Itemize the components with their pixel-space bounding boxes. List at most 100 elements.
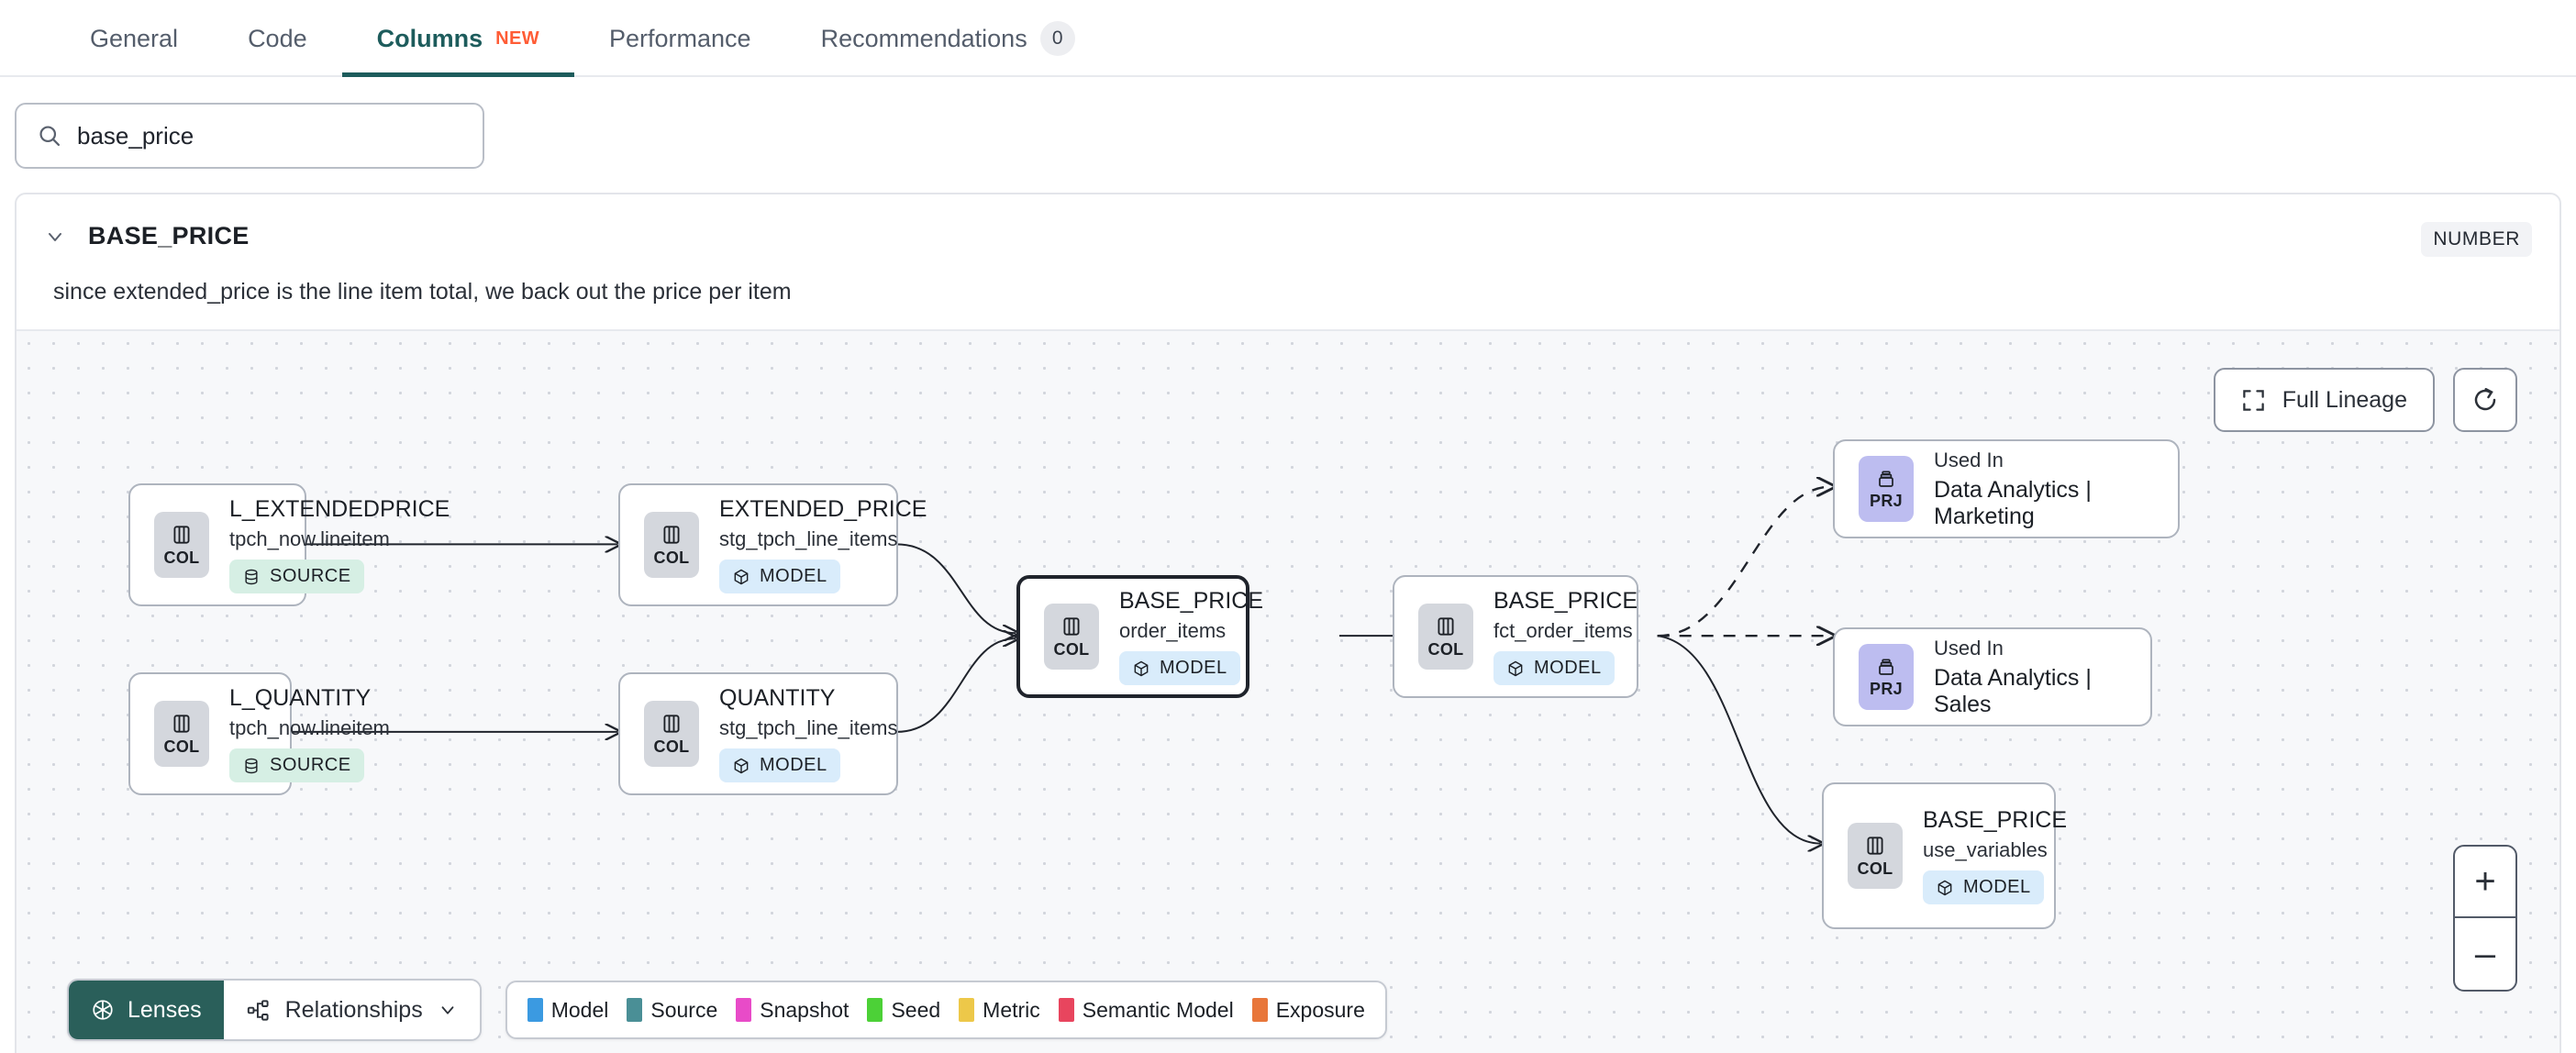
legend-swatch [527,998,543,1022]
tab-label: Recommendations [820,24,1027,52]
lineage-node-base-price-use-variables[interactable]: COL BASE_PRICE use_variables MODEL [1822,782,2067,929]
legend-swatch [1058,998,1074,1022]
node-type-pill: MODEL [1119,651,1240,685]
node-subtitle: stg_tpch_line_items [719,716,898,739]
lineage-toolbar: Full Lineage [2213,368,2517,432]
search-area [0,77,2576,169]
tab-general[interactable]: General [55,0,213,77]
node-pill-label: MODEL [1160,658,1227,678]
node-pill-label: MODEL [1534,658,1602,678]
node-pill-label: MODEL [1963,877,2031,897]
search-icon [37,123,62,149]
tab-label: Code [248,24,307,52]
legend-swatch [867,998,883,1022]
legend-swatch [1251,998,1268,1022]
lineage-node-base-price-fct-order-items[interactable]: COL BASE_PRICE fct_order_items MODEL [1393,575,1638,698]
legend-item-semantic-model: Semantic Model [1058,998,1234,1023]
lineage-node-l-quantity[interactable]: COL L_QUANTITY tpch_now.lineitem SOURCE [128,672,390,795]
prj-badge-label: PRJ [1870,679,1903,698]
tab-code[interactable]: Code [213,0,342,77]
legend-item-source: Source [627,998,717,1023]
tab-label: General [90,24,179,52]
lineage-node-l-extendedprice[interactable]: COL L_EXTENDEDPRICE tpch_now.lineitem SO… [128,483,450,606]
tab-new-badge: NEW [495,28,539,49]
column-description: since extended_price is the line item to… [53,279,792,305]
node-type-pill: MODEL [719,748,840,782]
tab-label: Columns [376,24,483,52]
col-badge: COL [154,701,209,767]
column-card: BASE_PRICE NUMBER since extended_price i… [15,193,2561,1053]
node-type-pill: SOURCE [229,748,364,782]
lineage-node-quantity[interactable]: COL QUANTITY stg_tpch_line_items MODEL [618,672,898,795]
lineage-node-extended-price[interactable]: COL EXTENDED_PRICE stg_tpch_line_items M… [618,483,927,606]
node-title: QUANTITY [719,685,836,711]
expand-icon [2241,388,2266,413]
column-type-badge: NUMBER [2421,222,2532,257]
col-badge: COL [644,512,699,578]
tab-performance[interactable]: Performance [574,0,786,77]
tab-label: Performance [609,24,751,52]
node-pill-label: SOURCE [270,566,351,586]
legend-label: Seed [891,997,941,1022]
node-title: EXTENDED_PRICE [719,496,927,522]
node-project-name: Data Analytics | Marketing [1934,476,2092,529]
legend-label: Model [550,997,609,1022]
col-badge: COL [1418,604,1473,670]
node-type-pill: MODEL [1493,651,1615,685]
zoom-controls: + – [2453,845,2517,992]
node-title: BASE_PRICE [1493,588,1638,614]
legend-item-snapshot: Snapshot [736,998,849,1023]
cube-icon [1134,660,1149,676]
chevron-down-icon[interactable] [44,222,75,252]
node-pill-label: SOURCE [270,755,351,775]
lineage-node-project-sales[interactable]: PRJ Used In Data Analytics | Sales [1833,627,2152,726]
column-name: BASE_PRICE [88,222,250,249]
col-badge-label: COL [653,737,690,756]
legend-swatch [959,998,975,1022]
cube-icon [1938,880,1952,895]
zoom-in-button[interactable]: + [2455,847,2515,918]
node-type-pill: MODEL [1923,870,2044,904]
legend-label: Snapshot [760,997,849,1022]
lineage-canvas[interactable]: Full Lineage COL L_EXTENDEDPRICE tpch_no… [17,329,2559,1053]
lenses-label: Lenses [128,996,202,1023]
search-box[interactable] [15,103,484,169]
col-badge-label: COL [1857,859,1893,878]
legend-swatch [627,998,643,1022]
relationships-button[interactable]: Relationships [223,981,480,1039]
legend-swatch [736,998,752,1022]
legend-item-seed: Seed [867,998,940,1023]
tab-columns[interactable]: Columns NEW [341,0,575,77]
node-title: L_QUANTITY [229,685,372,711]
lenses-group: Lenses Relationships [67,979,482,1041]
node-subtitle: order_items [1119,619,1227,642]
tab-recommendations[interactable]: Recommendations 0 [786,0,1110,77]
node-type-legend: Model Source Snapshot Seed Metric [505,981,1387,1039]
cube-icon [734,758,749,773]
legend-label: Exposure [1275,997,1365,1022]
database-icon [245,569,258,584]
node-title: L_EXTENDEDPRICE [229,496,450,522]
legend-label: Metric [983,997,1040,1022]
node-pill-label: MODEL [760,755,827,775]
refresh-button[interactable] [2453,368,2517,432]
lineage-node-project-marketing[interactable]: PRJ Used In Data Analytics | Marketing [1833,439,2180,538]
legend-item-metric: Metric [959,998,1040,1023]
prj-badge: PRJ [1859,456,1914,522]
col-badge-label: COL [163,548,200,567]
node-used-in-label: Used In [1934,448,2004,471]
zoom-out-button[interactable]: – [2474,933,2496,974]
col-badge-label: COL [1053,639,1090,659]
lineage-edges [291,331,2559,1053]
node-title: BASE_PRICE [1119,588,1264,614]
lenses-button[interactable]: Lenses [69,981,224,1039]
node-subtitle: tpch_now.lineitem [229,716,390,739]
lineage-node-base-price-order-items[interactable]: COL BASE_PRICE order_items MODEL [1016,575,1263,698]
node-type-pill: SOURCE [229,560,364,593]
node-used-in-label: Used In [1934,636,2004,660]
search-input[interactable] [77,121,462,150]
node-type-pill: MODEL [719,560,840,593]
col-badge: COL [154,512,209,578]
lineage-bottom-bar: Lenses Relationships [67,979,1387,1041]
full-lineage-button[interactable]: Full Lineage [2213,368,2435,432]
